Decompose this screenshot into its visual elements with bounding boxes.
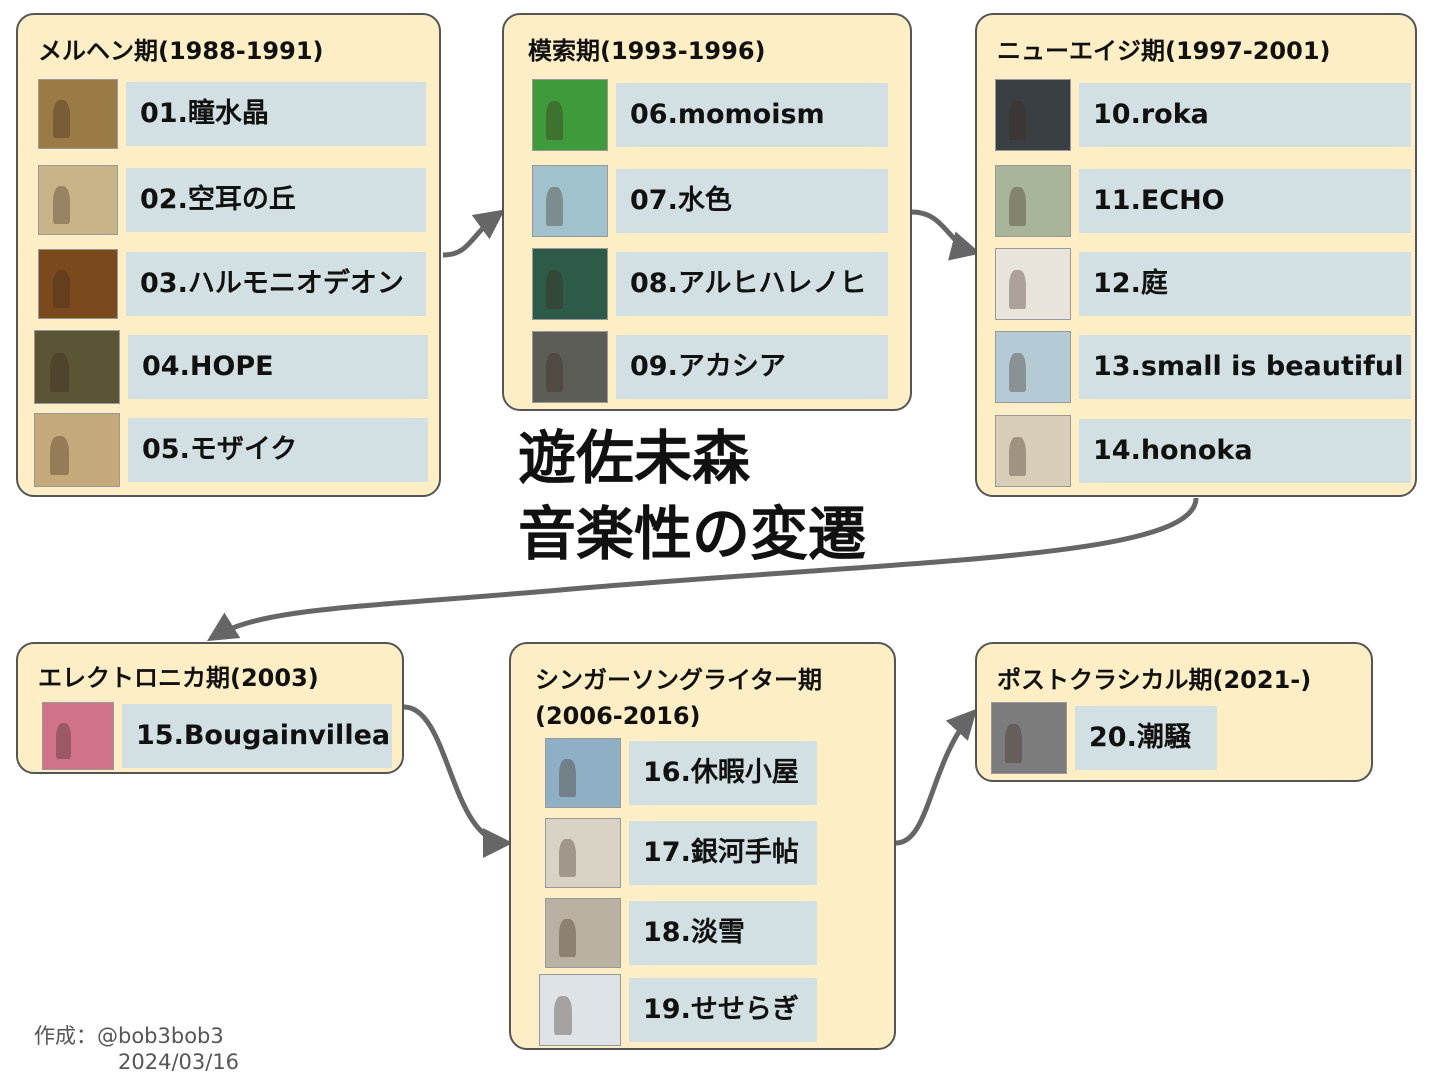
- album-label: 06.momoism: [616, 83, 888, 147]
- album-row: 03.ハルモニオデオン: [38, 249, 426, 319]
- album-row: 11.ECHO: [995, 165, 1411, 237]
- album-row: 17.銀河手帖: [545, 818, 817, 888]
- album-row: 09.アカシア: [532, 331, 888, 403]
- album-row: 16.休暇小屋: [545, 738, 817, 808]
- album-cover: [42, 702, 114, 770]
- album-cover: [532, 79, 608, 151]
- album-label: 02.空耳の丘: [126, 168, 426, 232]
- album-row: 12.庭: [995, 248, 1411, 320]
- album-label: 11.ECHO: [1079, 169, 1411, 233]
- album-cover: [995, 248, 1071, 320]
- album-cover: [532, 165, 608, 237]
- album-cover: [545, 738, 621, 808]
- album-label: 04.HOPE: [128, 335, 428, 399]
- era-box-marchen: メルヘン期(1988-1991) 01.瞳水晶 02.空耳の丘 03.ハルモニオ…: [16, 13, 441, 497]
- album-cover: [995, 79, 1071, 151]
- album-row: 01.瞳水晶: [38, 79, 426, 149]
- album-cover: [991, 702, 1067, 774]
- era-title: メルヘン期(1988-1991): [38, 37, 324, 65]
- album-label: 18.淡雪: [629, 901, 817, 965]
- era-box-new-age: ニューエイジ期(1997-2001) 10.roka 11.ECHO 12.庭 …: [975, 13, 1417, 497]
- album-cover: [995, 331, 1071, 403]
- album-row: 19.せせらぎ: [539, 974, 817, 1046]
- album-cover: [38, 165, 118, 235]
- main-title-line2: 音楽性の変遷: [518, 500, 867, 568]
- era-title: エレクトロニカ期(2003): [38, 664, 319, 692]
- arrow-era4-to-era5: [403, 704, 513, 858]
- album-row: 18.淡雪: [545, 898, 817, 968]
- album-row: 02.空耳の丘: [38, 165, 426, 235]
- album-row: 13.small is beautiful: [995, 331, 1411, 403]
- era-box-singer-songwriter: シンガーソングライター期 (2006-2016) 16.休暇小屋 17.銀河手帖…: [509, 642, 896, 1050]
- album-label: 13.small is beautiful: [1079, 335, 1411, 399]
- album-cover: [532, 248, 608, 320]
- album-cover: [545, 898, 621, 968]
- album-label: 17.銀河手帖: [629, 821, 817, 885]
- era-box-post-classical: ポストクラシカル期(2021-) 20.潮騒: [975, 642, 1373, 782]
- album-label: 15.Bougainvillea: [122, 704, 392, 768]
- album-label: 10.roka: [1079, 83, 1411, 147]
- album-row: 15.Bougainvillea: [42, 702, 392, 770]
- album-label: 03.ハルモニオデオン: [126, 252, 426, 316]
- album-label: 14.honoka: [1079, 419, 1411, 483]
- arrow-era3-to-era4: [206, 497, 1199, 642]
- album-cover: [545, 818, 621, 888]
- album-label: 08.アルヒハレノヒ: [616, 252, 888, 316]
- album-cover: [34, 413, 120, 487]
- main-title-line1: 遊佐未森: [518, 424, 751, 492]
- album-row: 10.roka: [995, 79, 1411, 151]
- album-row: 05.モザイク: [34, 413, 428, 487]
- album-row: 20.潮騒: [991, 702, 1217, 774]
- album-cover: [532, 331, 608, 403]
- album-row: 06.momoism: [532, 79, 888, 151]
- album-row: 07.水色: [532, 165, 888, 237]
- album-row: 14.honoka: [995, 415, 1411, 487]
- album-label: 16.休暇小屋: [629, 741, 817, 805]
- credit-author: 作成：@bob3bob3: [34, 1024, 224, 1048]
- era-subtitle: (2006-2016): [535, 702, 701, 730]
- era-title: ポストクラシカル期(2021-): [997, 666, 1312, 694]
- album-label: 12.庭: [1079, 252, 1411, 316]
- era-box-exploration: 模索期(1993-1996) 06.momoism 07.水色 08.アルヒハレ…: [502, 13, 912, 411]
- arrow-era5-to-era6: [895, 708, 978, 846]
- album-cover: [995, 415, 1071, 487]
- arrow-era1-to-era2: [442, 209, 505, 258]
- album-label: 19.せせらぎ: [629, 978, 817, 1042]
- arrow-era2-to-era3: [911, 209, 981, 261]
- main-title: 遊佐未森 音楽性の変遷: [518, 420, 866, 572]
- album-label: 07.水色: [616, 169, 888, 233]
- album-cover: [38, 79, 118, 149]
- album-row: 04.HOPE: [34, 330, 428, 404]
- album-label: 09.アカシア: [616, 335, 888, 399]
- album-cover: [38, 249, 118, 319]
- album-cover: [539, 974, 621, 1046]
- era-box-electronica: エレクトロニカ期(2003) 15.Bougainvillea: [16, 642, 404, 774]
- album-cover: [34, 330, 120, 404]
- album-row: 08.アルヒハレノヒ: [532, 248, 888, 320]
- album-label: 01.瞳水晶: [126, 82, 426, 146]
- era-title: 模索期(1993-1996): [528, 37, 766, 65]
- album-label: 05.モザイク: [128, 418, 428, 482]
- credit-date: 2024/03/16: [118, 1050, 240, 1074]
- era-title: ニューエイジ期(1997-2001): [997, 37, 1331, 65]
- album-cover: [995, 165, 1071, 237]
- album-label: 20.潮騒: [1075, 706, 1217, 770]
- era-title: シンガーソングライター期: [535, 666, 823, 694]
